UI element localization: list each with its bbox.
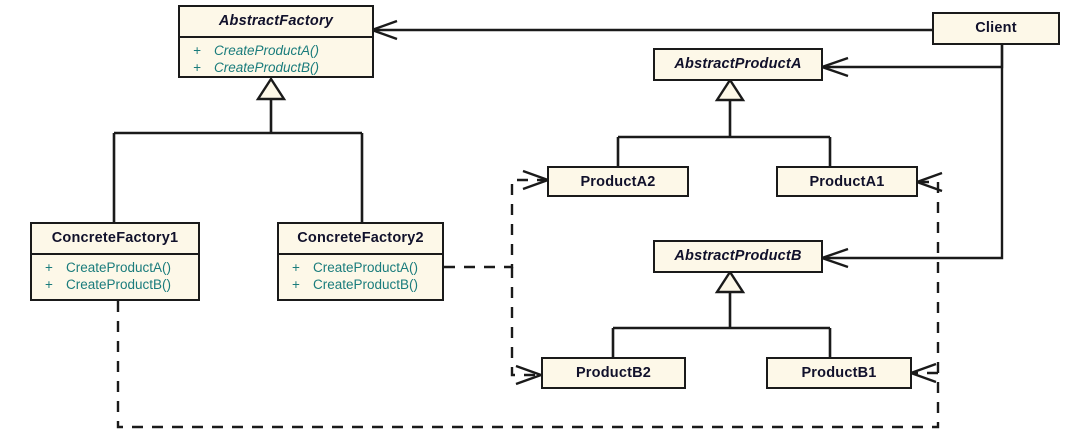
class-title-abstract-product-b: AbstractProductB (674, 248, 802, 264)
class-title-product-b2: ProductB2 (575, 365, 652, 381)
class-members-abstract-factory: + CreateProductA() + CreateProductB() (180, 35, 372, 81)
edge-products-a-to-abstract-product-a (616, 100, 832, 167)
member-name: CreateProductB() (313, 276, 419, 292)
member-visibility: + (193, 59, 201, 75)
class-member: + CreateProductB() (32, 276, 198, 293)
class-title-product-a1: ProductA1 (809, 174, 885, 190)
member-visibility: + (193, 42, 201, 58)
class-box-concrete-factory-2[interactable]: ConcreteFactory2 + CreateProductA() + Cr… (277, 222, 444, 301)
generalization-arrow-abstract-factory (255, 76, 287, 101)
class-box-product-b2[interactable]: ProductB2 (541, 357, 686, 389)
class-member: + CreateProductA() (279, 259, 442, 276)
class-box-product-a1[interactable]: ProductA1 (776, 166, 918, 197)
class-member: + CreateProductB() (279, 276, 442, 293)
member-visibility: + (45, 259, 53, 275)
class-members-concrete-factory-2: + CreateProductA() + CreateProductB() (279, 252, 442, 298)
class-members-concrete-factory-1: + CreateProductA() + CreateProductB() (32, 252, 198, 298)
member-name: CreateProductA() (214, 42, 320, 58)
edge-client-to-abstract-product-b (818, 45, 1004, 269)
class-member: + CreateProductA() (180, 42, 372, 59)
member-name: CreateProductB() (66, 276, 172, 292)
class-title-product-a2: ProductA2 (580, 174, 656, 190)
edge-client-to-abstract-product-a (818, 45, 1004, 78)
member-visibility: + (292, 276, 300, 292)
class-title-concrete-factory-1: ConcreteFactory1 (51, 230, 179, 246)
class-title-product-b1: ProductB1 (801, 365, 877, 381)
class-box-abstract-product-b[interactable]: AbstractProductB (653, 240, 823, 273)
class-title-concrete-factory-2: ConcreteFactory2 (297, 230, 424, 246)
edge-concrete-factory-1-to-product-b1 (907, 362, 938, 384)
generalization-arrow-abstract-product-a (714, 77, 746, 102)
class-member: + CreateProductA() (32, 259, 198, 276)
member-name: CreateProductB() (214, 59, 320, 75)
edge-products-b-to-abstract-product-b (611, 292, 832, 358)
class-box-product-b1[interactable]: ProductB1 (766, 357, 912, 389)
class-title-client: Client (975, 20, 1017, 36)
edge-concrete-factories-to-abstract-factory (112, 99, 364, 222)
class-box-abstract-factory[interactable]: AbstractFactory + CreateProductA() + Cre… (178, 5, 374, 78)
member-visibility: + (45, 276, 53, 292)
class-box-client[interactable]: Client (932, 12, 1060, 45)
edge-concrete-factory-2-to-product-a2 (444, 169, 552, 269)
edge-client-to-abstract-factory (368, 19, 932, 41)
member-visibility: + (292, 259, 300, 275)
member-name: CreateProductA() (313, 259, 419, 275)
class-box-concrete-factory-1[interactable]: ConcreteFactory1 + CreateProductA() + Cr… (30, 222, 200, 301)
class-title-abstract-factory: AbstractFactory (218, 13, 334, 29)
class-box-product-a2[interactable]: ProductA2 (547, 166, 689, 197)
edge-concrete-factory-2-to-product-b2 (510, 267, 545, 386)
generalization-arrow-abstract-product-b (714, 269, 746, 294)
class-title-abstract-product-a: AbstractProductA (674, 56, 802, 72)
member-name: CreateProductA() (66, 259, 172, 275)
class-member: + CreateProductB() (180, 59, 372, 76)
class-box-abstract-product-a[interactable]: AbstractProductA (653, 48, 823, 81)
